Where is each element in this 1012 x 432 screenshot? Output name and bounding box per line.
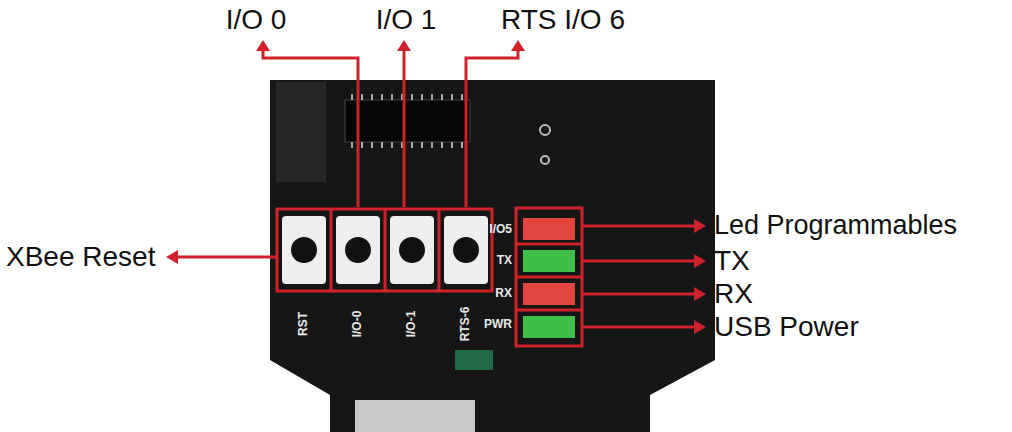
callout-label: USB Power [714, 312, 859, 343]
silkscreen-label: PWR [484, 318, 512, 331]
usb-connector [355, 400, 475, 432]
board-area [276, 82, 326, 182]
callout-boxes [277, 208, 582, 346]
callout-label: TX [714, 246, 750, 277]
callout-label: I/O 0 [226, 5, 287, 36]
resistor [455, 350, 493, 370]
silkscreen-label: RST [297, 312, 310, 336]
silkscreen-label: RX [495, 287, 512, 300]
callout-label: XBee Reset [6, 242, 155, 273]
via [540, 125, 550, 135]
chip [345, 100, 470, 142]
board [270, 80, 715, 432]
silkscreen-label: RTS-6 [459, 307, 472, 342]
arrow-heads [166, 40, 706, 334]
callout-label: Led Programmables [714, 211, 957, 241]
callout-label: RTS I/O 6 [501, 5, 625, 36]
silkscreen-label: I/O5 [489, 223, 512, 236]
callout-label: I/O 1 [376, 5, 437, 36]
callout-label: RX [714, 279, 753, 310]
chip-pins [352, 94, 462, 148]
silkscreen-label: I/O-0 [351, 311, 364, 338]
silkscreen-label: TX [497, 254, 512, 267]
via [541, 156, 549, 164]
leader-arrows [176, 48, 696, 327]
silkscreen-label: I/O-1 [405, 311, 418, 338]
